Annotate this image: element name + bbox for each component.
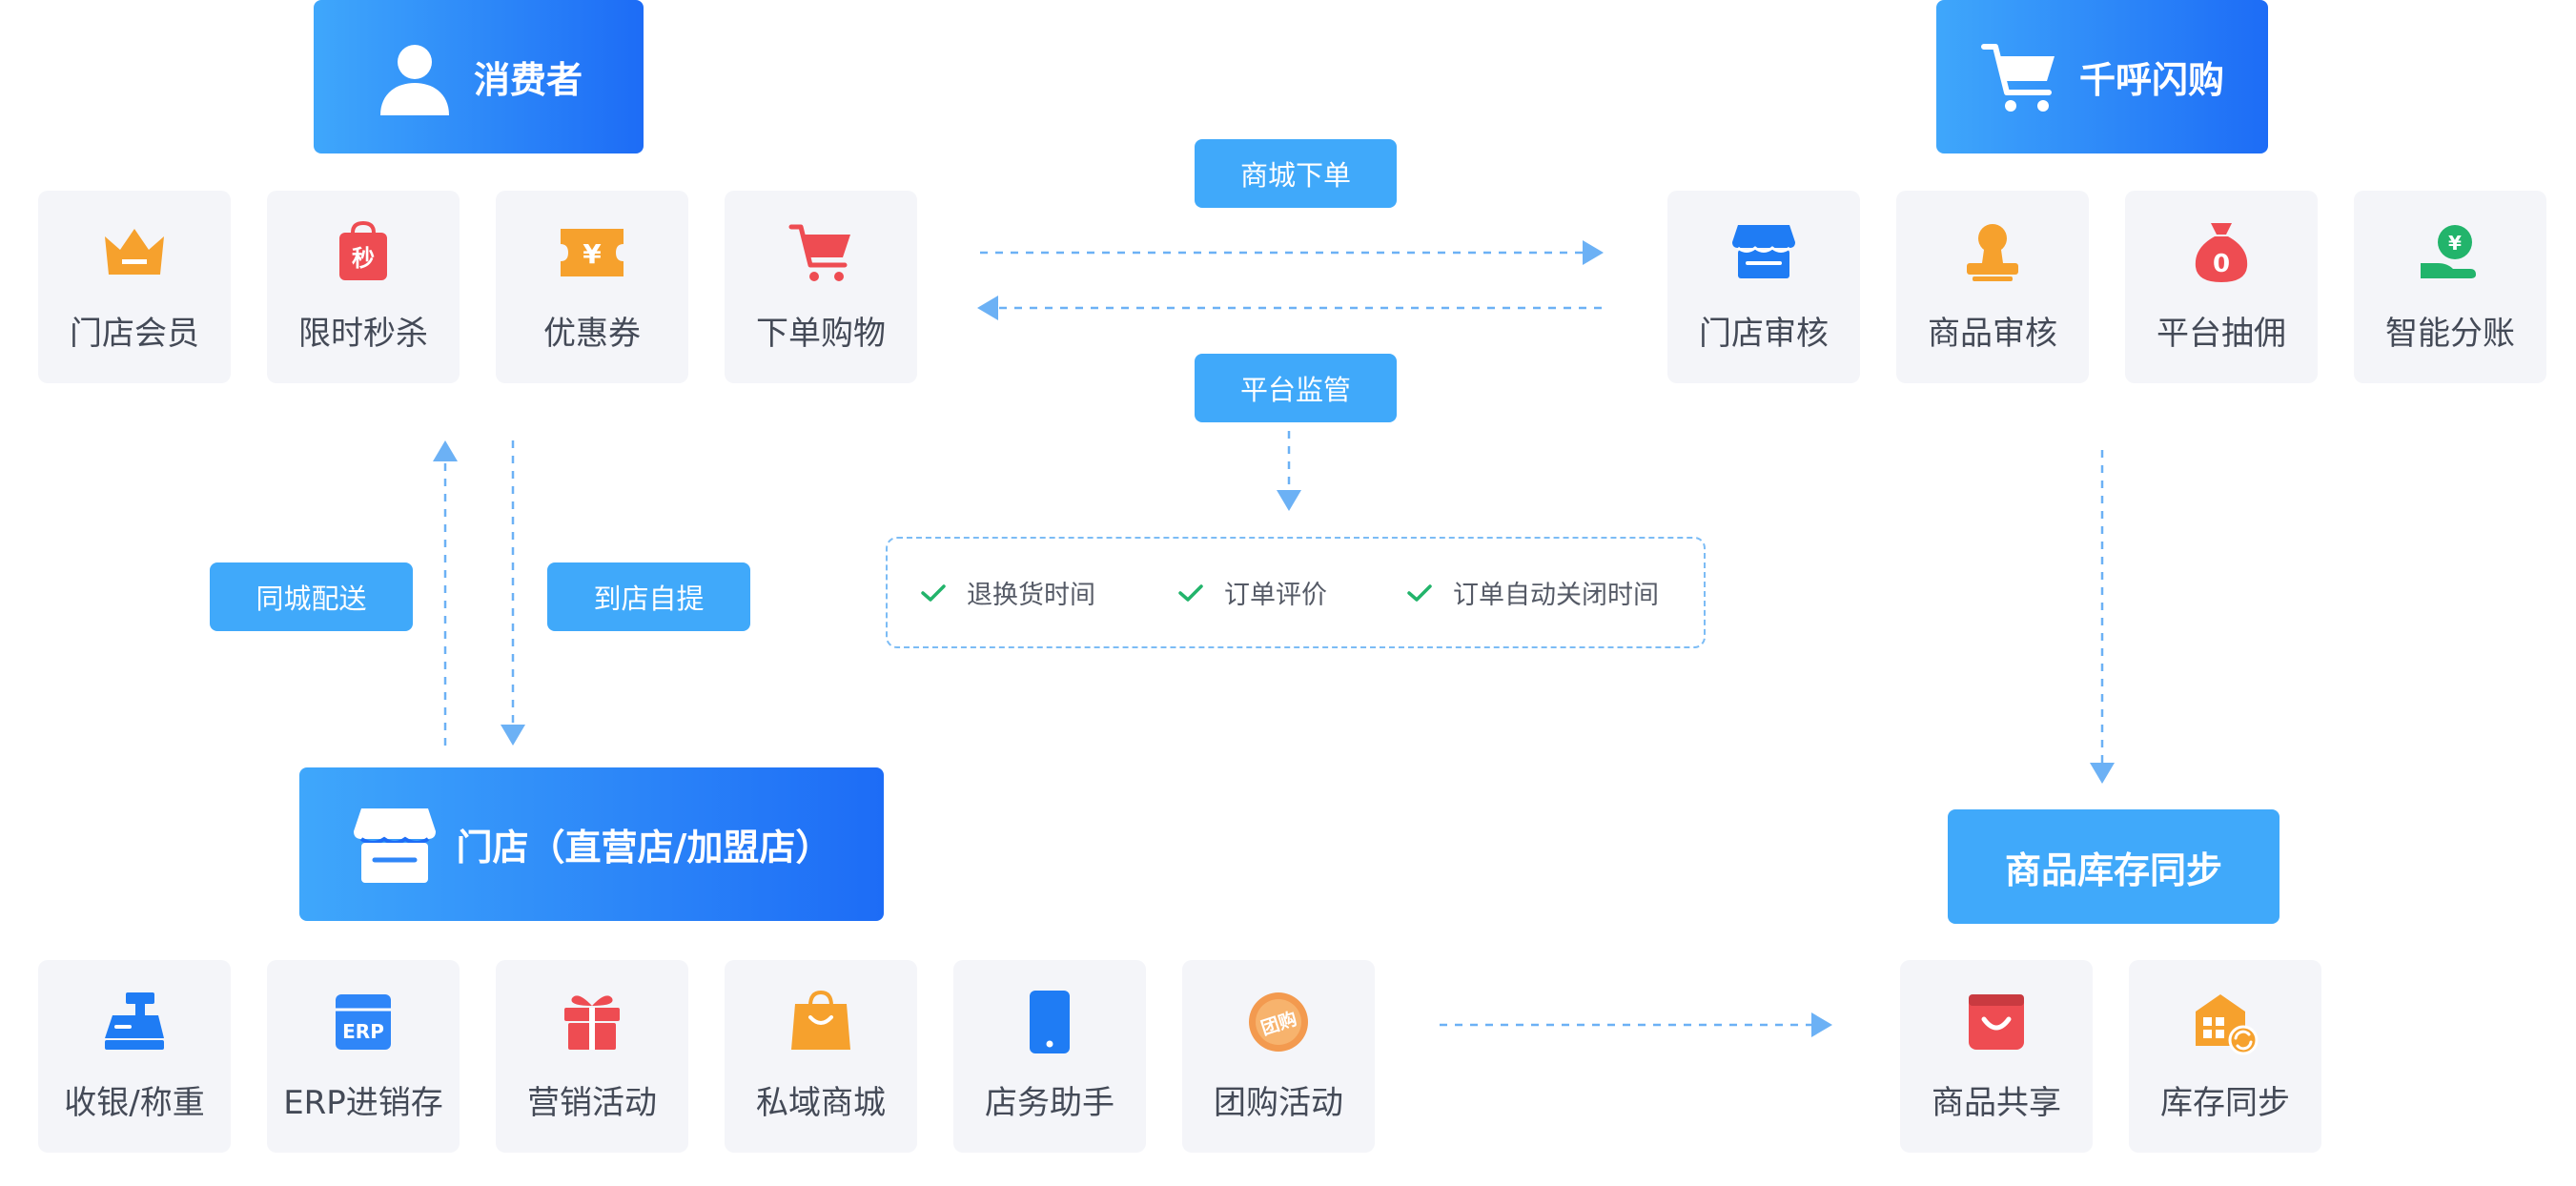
- mall-order-pill: 商城下单: [1195, 139, 1397, 208]
- card-label: 智能分账: [2385, 315, 2515, 353]
- platform-header-title: 千呼闪购: [2078, 59, 2224, 101]
- card-platform-commission[interactable]: 0 平台抽佣: [2125, 191, 2318, 383]
- card-label: ERP进销存: [283, 1084, 443, 1122]
- card-product-share[interactable]: 商品共享: [1900, 960, 2093, 1153]
- arrow-head: [433, 440, 458, 461]
- stamp-icon: [1967, 224, 2018, 281]
- card-label: 门店会员: [70, 315, 199, 353]
- yuan-glyph: ¥: [583, 238, 602, 270]
- card-label: 库存同步: [2160, 1084, 2290, 1122]
- user-icon: [379, 44, 449, 115]
- arrow-head: [501, 725, 525, 746]
- card-label: 商品审核: [1928, 315, 2057, 353]
- card-label: 商品共享: [1932, 1084, 2061, 1122]
- consumer-header-title: 消费者: [473, 59, 583, 101]
- card-private-mall[interactable]: 私域商城: [725, 960, 917, 1153]
- money-hand-icon: ¥: [2421, 225, 2476, 278]
- card-marketing[interactable]: 营销活动: [496, 960, 688, 1153]
- card-label: 下单购物: [756, 315, 886, 353]
- card-label: 私域商城: [756, 1084, 886, 1122]
- share-bag-icon: [1969, 994, 2024, 1050]
- warehouse-sync-icon: [2196, 994, 2259, 1055]
- card-label: 优惠券: [543, 315, 641, 353]
- shopping-bag-seckill-icon: 秒: [339, 220, 387, 280]
- card-smart-split[interactable]: ¥ 智能分账: [2354, 191, 2546, 383]
- ticket-icon: ¥: [561, 229, 624, 276]
- arrow-head: [1811, 1012, 1832, 1037]
- card-group-buy[interactable]: 团购 团购活动: [1182, 960, 1375, 1153]
- shopping-cart-icon: [788, 224, 850, 281]
- card-label: 收银/称重: [64, 1084, 205, 1122]
- card-product-review[interactable]: 商品审核: [1896, 191, 2089, 383]
- cash-register-icon: [105, 992, 164, 1050]
- supervision-items-box: 退换货时间 订单评价 订单自动关闭时间: [886, 537, 1706, 648]
- crown-icon: [105, 229, 164, 275]
- money-bag-icon: 0: [2195, 223, 2248, 282]
- storefront-icon: [353, 808, 436, 883]
- check-icon: [921, 583, 946, 602]
- platform-header: 千呼闪购: [1936, 0, 2268, 153]
- arrow-head: [1277, 490, 1301, 511]
- supervision-item-label: 退换货时间: [967, 581, 1095, 610]
- card-store-member[interactable]: 门店会员: [38, 191, 231, 383]
- in-store-pickup-pill: 到店自提: [547, 562, 750, 631]
- supervision-item-label: 订单自动关闭时间: [1453, 581, 1659, 610]
- platform-supervision-pill: 平台监管: [1195, 354, 1397, 422]
- check-icon: [1178, 583, 1203, 602]
- card-place-order[interactable]: 下单购物: [725, 191, 917, 383]
- card-store-review[interactable]: 门店审核: [1667, 191, 1860, 383]
- supervision-item: 订单评价: [1178, 539, 1327, 646]
- card-label: 平台抽佣: [2157, 315, 2286, 353]
- gift-icon: [564, 995, 620, 1050]
- check-icon: [1407, 583, 1432, 602]
- arrow-head: [1583, 240, 1604, 265]
- erp-icon: ERP: [336, 994, 391, 1050]
- cart-icon: [1980, 43, 2055, 112]
- card-label: 限时秒杀: [298, 315, 428, 353]
- store-header: 门店（直营店/加盟店）: [299, 767, 884, 921]
- card-label: 店务助手: [985, 1084, 1114, 1122]
- erp-glyph: ERP: [342, 1020, 384, 1043]
- card-store-assistant[interactable]: 店务助手: [953, 960, 1146, 1153]
- card-coupon[interactable]: ¥ 优惠券: [496, 191, 688, 383]
- phone-icon: [1030, 991, 1070, 1053]
- inventory-sync-header: 商品库存同步: [1948, 809, 2280, 924]
- card-cashier-weighing[interactable]: 收银/称重: [38, 960, 231, 1153]
- card-stock-sync[interactable]: 库存同步: [2129, 960, 2321, 1153]
- group-buy-badge-icon: 团购: [1249, 992, 1308, 1052]
- seckill-glyph: 秒: [352, 245, 375, 272]
- supervision-item-label: 订单评价: [1224, 581, 1327, 610]
- same-city-delivery-pill: 同城配送: [210, 562, 413, 631]
- arrow-head: [2090, 763, 2115, 784]
- yuan-glyph: ¥: [2448, 232, 2462, 255]
- card-label: 团购活动: [1214, 1084, 1343, 1122]
- supervision-item: 退换货时间: [921, 539, 1095, 646]
- supervision-item: 订单自动关闭时间: [1407, 539, 1659, 646]
- arrow-head: [977, 296, 998, 320]
- card-flash-sale[interactable]: 秒 限时秒杀: [267, 191, 460, 383]
- storefront-icon: [1732, 225, 1795, 278]
- store-header-title: 门店（直营店/加盟店）: [456, 827, 832, 869]
- card-erp-inventory[interactable]: ERP ERP进销存: [267, 960, 460, 1153]
- card-label: 营销活动: [527, 1084, 657, 1122]
- card-label: 门店审核: [1699, 315, 1829, 353]
- zero-glyph: 0: [2213, 250, 2230, 278]
- consumer-header: 消费者: [314, 0, 644, 153]
- bag-icon: [791, 990, 850, 1050]
